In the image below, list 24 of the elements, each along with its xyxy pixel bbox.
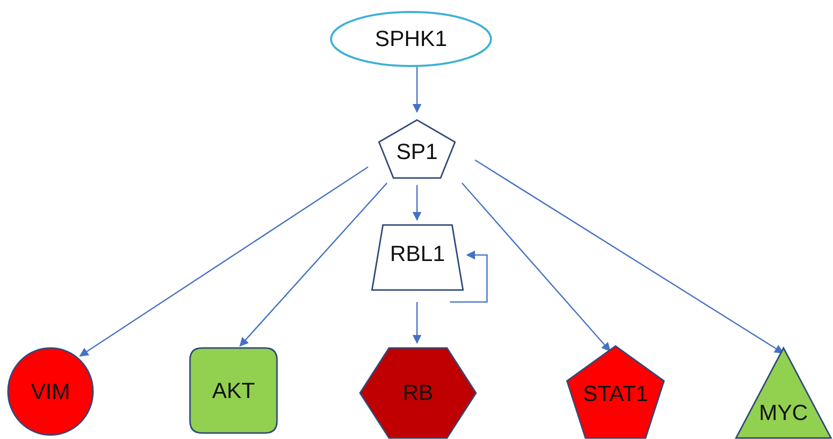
pentagon-node [379,120,455,178]
arrow [474,159,784,354]
arrow [462,182,611,352]
triangle-node [736,348,831,438]
arrow [412,302,422,344]
oval-node [331,12,491,66]
gene-label: SP1 [395,138,439,165]
gene-label: RBL1 [388,241,446,268]
hexagon-node [360,348,476,438]
rounded-box-node [190,348,277,433]
pentagon-node [567,346,664,438]
arrow [412,67,422,113]
gene-label: STAT1 [582,380,650,407]
arrow [412,185,422,221]
gene-label: SPHK1 [374,26,448,52]
gene-label: VIM [30,378,72,404]
gene-label: AKT [211,378,256,404]
arrow [450,250,488,303]
arrow [79,166,368,357]
arrow [239,182,388,347]
gene-label: MYC [758,400,809,426]
trapezoid-node [372,225,463,290]
gene-label: RB [402,380,434,406]
circle-node [8,348,93,435]
